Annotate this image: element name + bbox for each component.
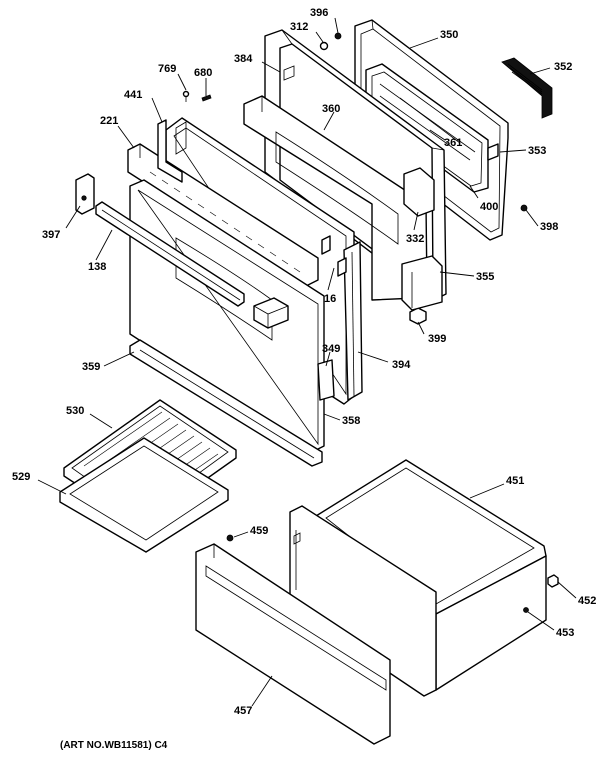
label-452: 452: [578, 595, 596, 607]
label-396: 396: [310, 7, 328, 19]
label-312: 312: [290, 21, 308, 33]
label-399: 399: [428, 333, 446, 345]
label-352: 352: [554, 61, 572, 73]
label-529: 529: [12, 471, 30, 483]
side-trim-394: [343, 241, 363, 401]
label-355: 355: [476, 271, 494, 283]
label-397: 397: [42, 229, 60, 241]
label-359: 359: [82, 361, 100, 373]
label-349: 349: [322, 343, 340, 355]
screw-453: [523, 607, 529, 613]
screw-769: [182, 90, 190, 102]
broiler-pan-529: [59, 437, 229, 553]
label-451: 451: [506, 475, 524, 487]
label-332: 332: [406, 233, 424, 245]
screw-398: [520, 204, 528, 212]
frame-clip-355: [401, 255, 443, 311]
door-handle-bar-138: [95, 201, 245, 307]
screw-680: [201, 94, 212, 102]
door-latch-block: [253, 297, 289, 329]
clip-312: [319, 41, 329, 51]
label-680: 680: [194, 67, 212, 79]
label-360: 360: [322, 103, 340, 115]
drawer-front-panel-457: [195, 543, 391, 745]
clip-353: [487, 143, 499, 161]
latch-332: [403, 167, 435, 217]
bracket-16: [321, 235, 347, 277]
hinge-bracket-441: [157, 119, 183, 183]
screw-396: [334, 32, 342, 40]
door-handle-352: [501, 57, 553, 119]
label-398: 398: [540, 221, 558, 233]
label-459: 459: [250, 525, 268, 537]
label-384: 384: [234, 53, 253, 65]
screw-459: [226, 534, 234, 542]
glide-452: [547, 574, 559, 588]
label-361: 361: [444, 137, 462, 149]
label-394: 394: [392, 359, 411, 371]
label-138: 138: [88, 261, 106, 273]
label-457: 457: [234, 705, 252, 717]
hinge-397: [75, 173, 95, 215]
label-530: 530: [66, 405, 84, 417]
label-221: 221: [100, 115, 118, 127]
label-400: 400: [480, 201, 498, 213]
label-441: 441: [124, 89, 142, 101]
leader-lines: [37, 17, 577, 707]
label-453: 453: [556, 627, 574, 639]
label-350: 350: [440, 29, 458, 41]
label-769: 769: [158, 63, 176, 75]
label-358: 358: [342, 415, 360, 427]
label-353: 353: [528, 145, 546, 157]
vent-trim-221: [127, 143, 319, 287]
part-number-labels: 396 312 350 352 769 680 384 360 441 221 …: [12, 7, 596, 717]
art-number: (ART NO.WB11581) C4: [60, 740, 168, 751]
label-16: 16: [324, 293, 336, 305]
